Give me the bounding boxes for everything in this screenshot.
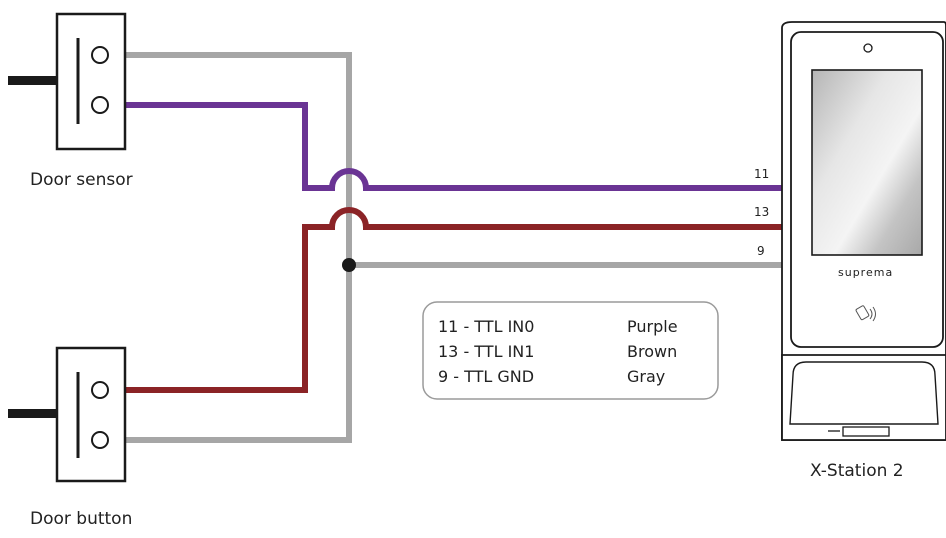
- legend-color-1: Purple: [627, 317, 678, 336]
- device-base-inner: [789, 361, 939, 425]
- device-screen: [811, 69, 923, 256]
- brown-wire: [125, 207, 785, 393]
- legend-pin-1: 11 - TTL IN0: [438, 317, 534, 336]
- door-button-terminal-1: [91, 381, 109, 399]
- device-label: X-Station 2: [810, 461, 904, 481]
- pin-label-11: 11: [754, 167, 769, 181]
- door-sensor-terminal-2: [91, 96, 109, 114]
- door-button: Door button: [8, 346, 132, 529]
- door-sensor-body: [55, 12, 127, 151]
- door-button-handle: [8, 409, 68, 418]
- legend-box: [422, 301, 719, 400]
- legend-color-3: Gray: [627, 367, 665, 386]
- x-station-device: suprema X-Station 2: [781, 21, 946, 481]
- door-button-label: Door button: [30, 509, 132, 529]
- door-button-terminal-2: [91, 431, 109, 449]
- door-sensor-handle: [8, 76, 68, 85]
- wire-legend: 11 - TTL IN0 Purple 13 - TTL IN1 Brown 9…: [422, 301, 719, 400]
- device-slot: [842, 426, 890, 437]
- purple-wire: [125, 102, 785, 191]
- door-sensor-terminal-1: [91, 46, 109, 64]
- legend-pin-3: 9 - TTL GND: [438, 367, 534, 386]
- legend-pin-2: 13 - TTL IN1: [438, 342, 534, 361]
- junction-dot: [342, 258, 356, 272]
- gray-wire: [125, 52, 352, 443]
- legend-color-2: Brown: [627, 342, 677, 361]
- device-brand: suprema: [838, 266, 893, 279]
- door-button-body: [55, 346, 127, 483]
- pin-label-9: 9: [757, 244, 765, 258]
- camera-icon: [863, 43, 873, 53]
- pin-label-13: 13: [754, 205, 769, 219]
- door-sensor: Door sensor: [8, 12, 133, 190]
- door-sensor-label: Door sensor: [30, 170, 133, 190]
- nfc-icon: [855, 305, 876, 322]
